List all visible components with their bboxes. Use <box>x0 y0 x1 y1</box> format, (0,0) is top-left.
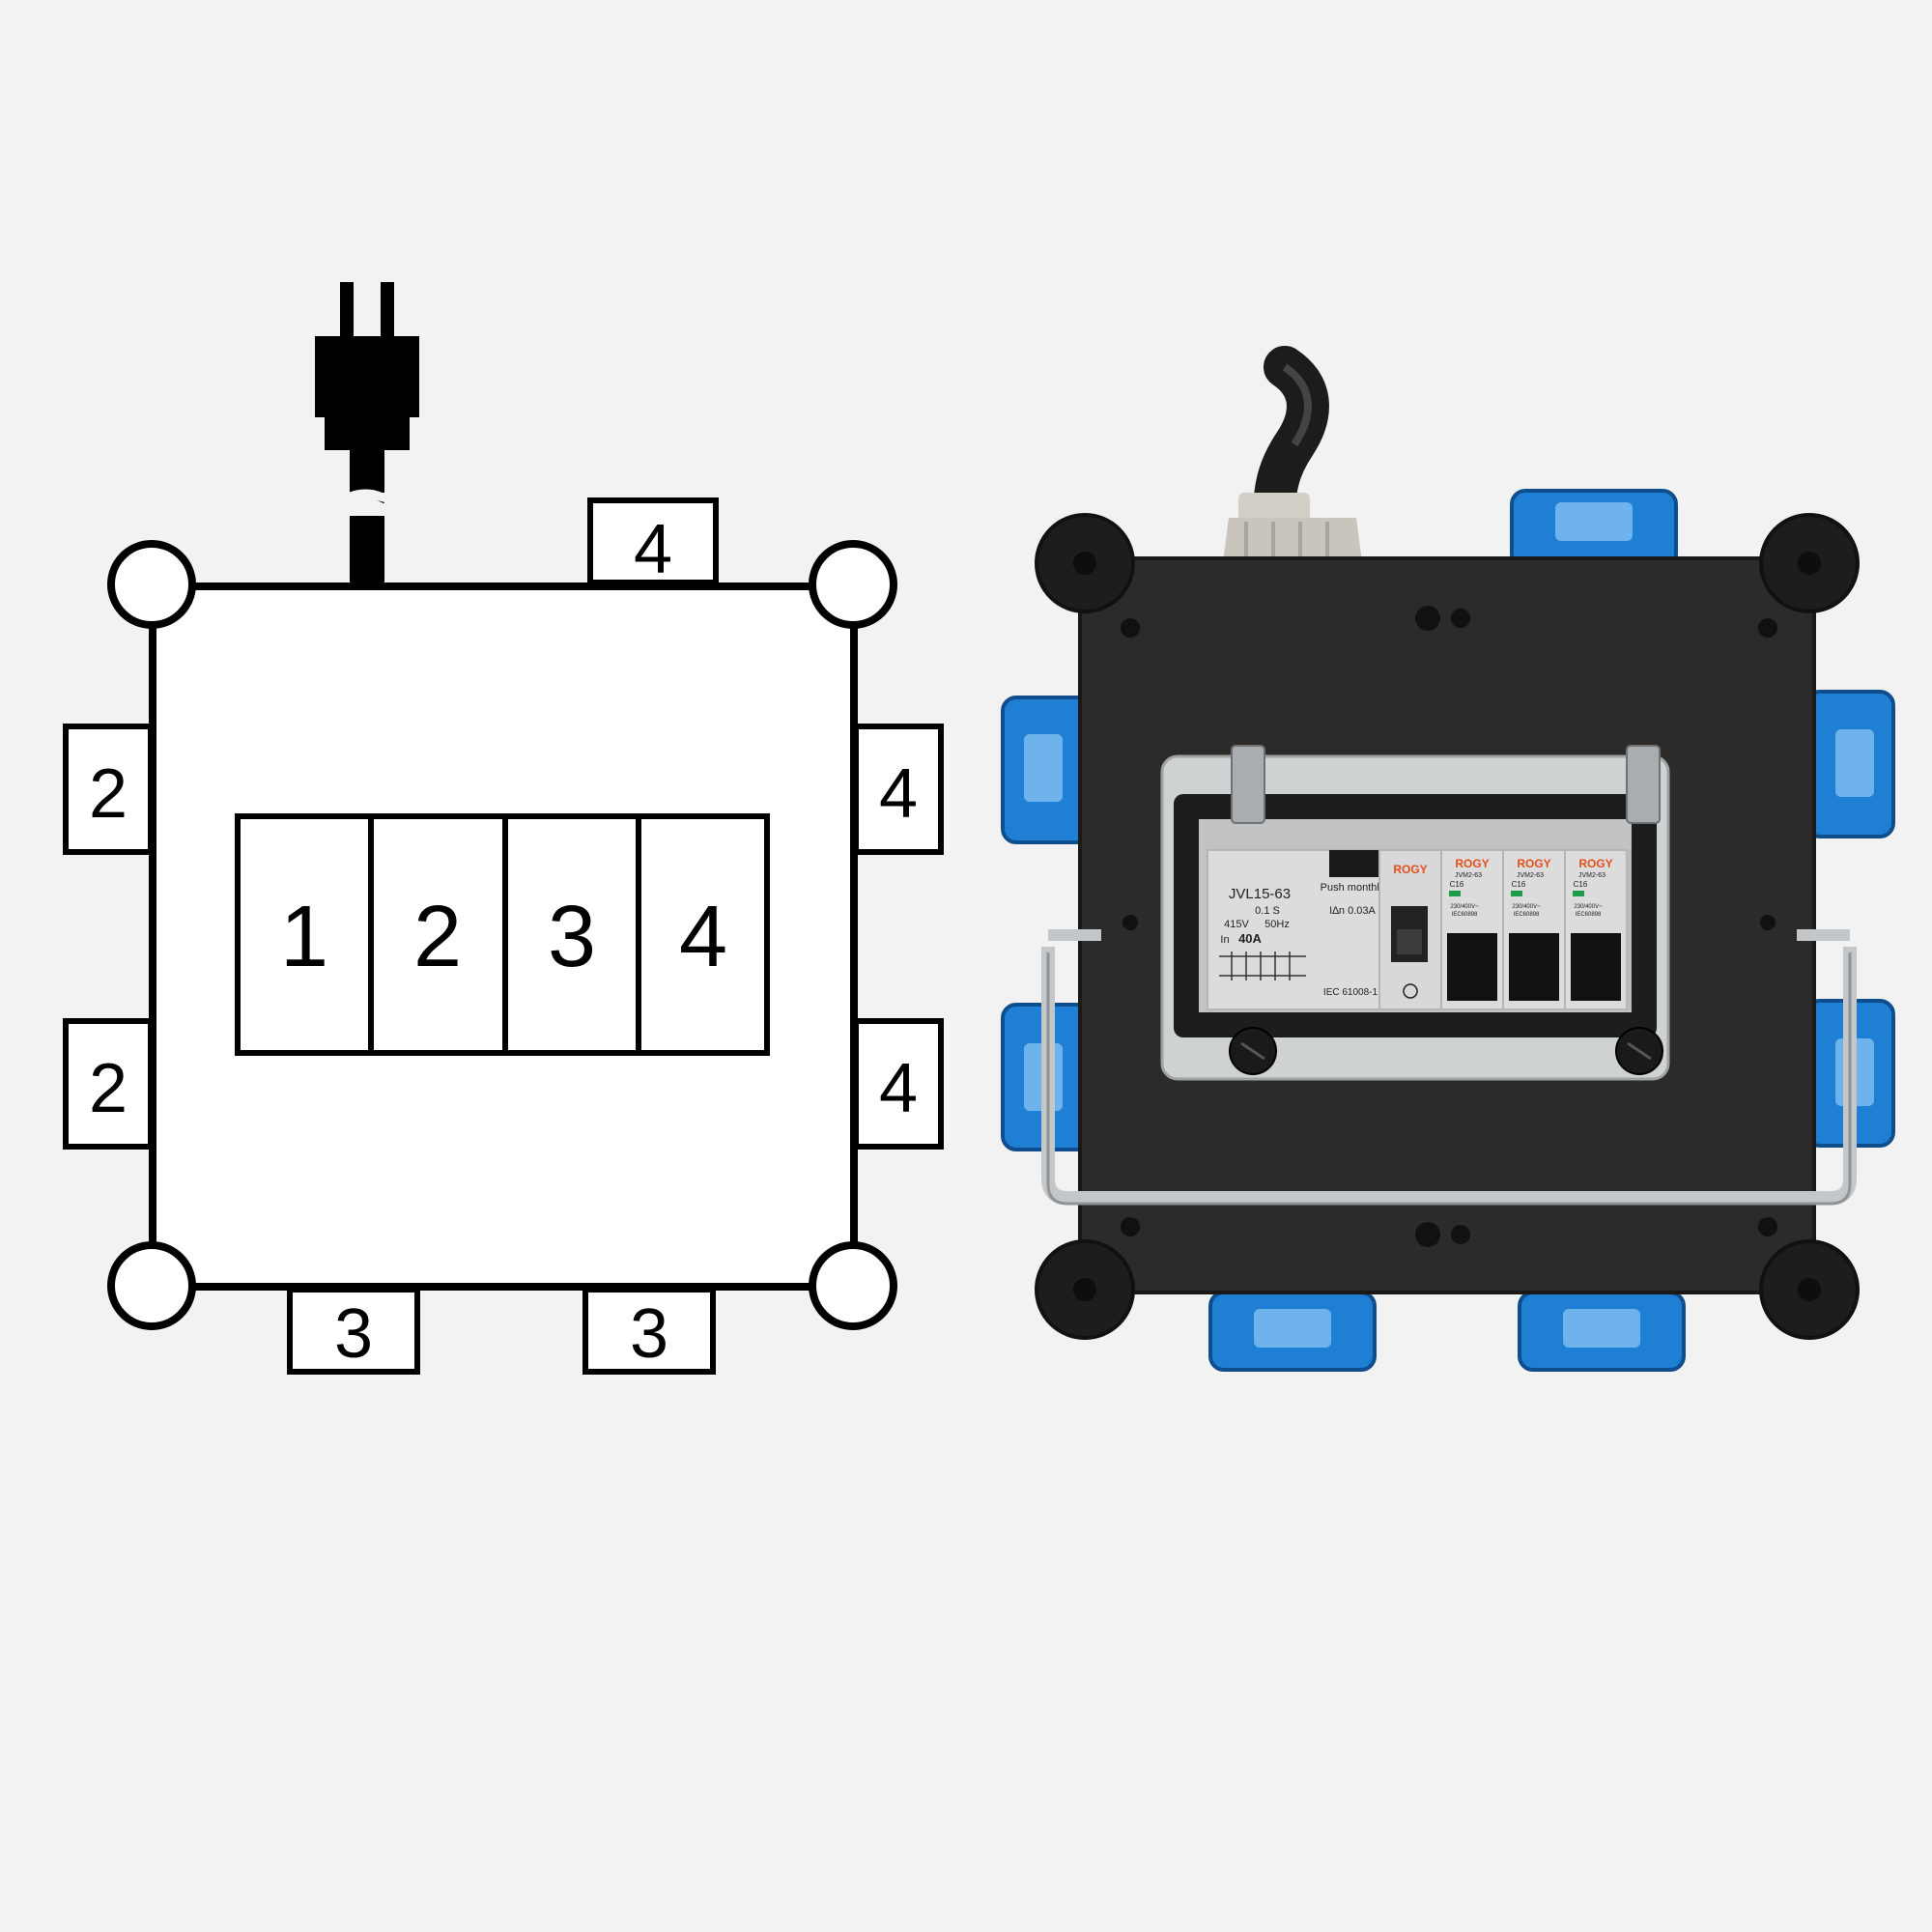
breaker-slot-2: 2 <box>413 889 462 985</box>
outlet-right-upper-label: 4 <box>879 755 918 833</box>
breaker-slot-4: 4 <box>679 889 727 985</box>
breaker-panel: 1 2 3 4 <box>235 813 770 1056</box>
rcd-trip-time: 0.1 S <box>1255 905 1280 917</box>
outlet-bottom-right: 3 <box>582 1287 716 1375</box>
rcd-residual: I∆n 0.03A <box>1329 905 1376 917</box>
rcd-device: Push monthly JVL15-63 0.1 S 415V 50Hz In… <box>1207 849 1385 1010</box>
hinges <box>1231 745 1661 824</box>
rcd-current: 40A <box>1238 931 1262 946</box>
mcb-3-standard: IEC60898 <box>1576 912 1602 918</box>
rcd-model: JVL15-63 <box>1229 886 1291 902</box>
mcb-3: ROGY JVM2-63 C16 230/400V~ IEC60898 <box>1564 849 1628 1010</box>
mcb-3-brand: ROGY <box>1578 857 1612 870</box>
breaker-slot-3: 3 <box>548 889 596 985</box>
mcb-2-standard: IEC60898 <box>1514 912 1540 918</box>
mcb-2-spec: 230/400V~ <box>1512 904 1541 910</box>
outlet-right-upper: 4 <box>853 724 944 855</box>
outlet-left-upper-label: 2 <box>89 755 128 833</box>
rcd-standard: IEC 61008-1 <box>1323 987 1378 998</box>
outlet-bottom-left: 3 <box>287 1287 420 1375</box>
power-plug-icon <box>315 282 419 585</box>
rcd-current-label: In <box>1220 934 1229 946</box>
product-photo: Push monthly JVL15-63 0.1 S 415V 50Hz In… <box>1001 346 1895 1372</box>
mounting-holes <box>1121 606 1777 1247</box>
corner-foot-circle-icon <box>107 540 897 1330</box>
outlet-bottom-left-label: 3 <box>334 1295 373 1373</box>
outlet-top: 4 <box>587 497 719 588</box>
mcb-3-rating: C16 <box>1574 880 1588 889</box>
rcd-toggle-module: ROGY <box>1378 849 1442 1010</box>
breaker-slot-1: 1 <box>280 889 328 985</box>
outlet-left-upper: 2 <box>63 724 154 855</box>
mcb-1-brand: ROGY <box>1455 857 1489 870</box>
mcb-2-brand: ROGY <box>1517 857 1550 870</box>
outlet-left-lower-label: 2 <box>89 1050 128 1127</box>
outlet-left-lower: 2 <box>63 1018 154 1150</box>
cable-gland <box>1223 493 1362 562</box>
rcd-push-note: Push monthly <box>1321 882 1385 894</box>
mcb-1-standard: IEC60898 <box>1452 912 1478 918</box>
outlet-right-lower: 4 <box>853 1018 944 1150</box>
outlet-top-label: 4 <box>634 511 672 588</box>
mcb-2: ROGY JVM2-63 C16 230/400V~ IEC60898 <box>1502 849 1566 1010</box>
mcb-1-rating: C16 <box>1450 880 1464 889</box>
mcb-1: ROGY JVM2-63 C16 230/400V~ IEC60898 <box>1440 849 1504 1010</box>
mcb-3-spec: 230/400V~ <box>1574 904 1603 910</box>
mcb-1-spec: 230/400V~ <box>1450 904 1479 910</box>
rcd-voltage: 415V <box>1224 919 1249 930</box>
rcd-frequency: 50Hz <box>1264 919 1290 930</box>
mcb-3-model: JVM2-63 <box>1578 872 1605 879</box>
outlet-right-lower-label: 4 <box>879 1050 918 1127</box>
mcb-2-model: JVM2-63 <box>1517 872 1544 879</box>
outlet-bottom-right-label: 3 <box>630 1295 668 1373</box>
mcb-2-rating: C16 <box>1512 880 1526 889</box>
distribution-diagram: 4 2 2 4 4 3 3 <box>63 282 944 1375</box>
rcd-brand: ROGY <box>1393 863 1427 876</box>
mcb-1-model: JVM2-63 <box>1455 872 1482 879</box>
